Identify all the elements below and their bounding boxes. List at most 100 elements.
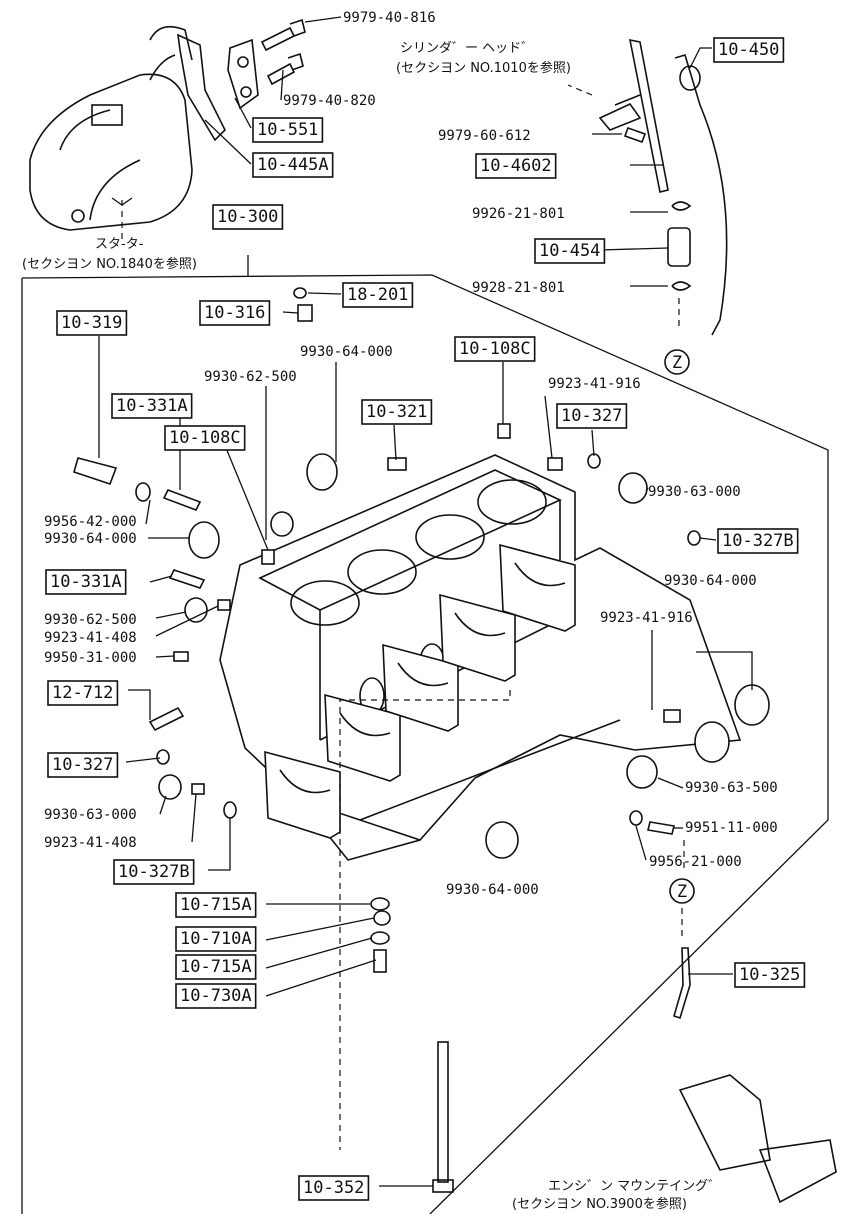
leader-line <box>128 689 151 720</box>
callout-9956-21-000: 9956-21-000 <box>635 825 742 870</box>
dowel-9923-41-408-left <box>191 783 205 795</box>
callout-10-352: 10-352 <box>298 1175 433 1201</box>
part-number-label: 10-325 <box>739 965 800 985</box>
dipstick-tube <box>598 38 669 193</box>
pipe-10-325 <box>673 947 691 1020</box>
part-number-label: 9923-41-408 <box>44 630 137 646</box>
leader-line <box>265 917 375 941</box>
plug-9930-63-000-right <box>618 472 648 504</box>
callout-9923-41-408: 9923-41-408 <box>44 605 219 646</box>
plug-9930-64-000-bottom <box>485 821 519 859</box>
part-number-label: 9930-62-500 <box>204 369 297 385</box>
leader-line <box>204 119 252 165</box>
part-number-label: 9930-62-500 <box>44 612 137 628</box>
callout-10-454: 10-454 <box>534 238 669 264</box>
washer-9956-42-000 <box>135 482 151 502</box>
callout-10-321: 10-321 <box>361 399 433 461</box>
callout-10-325: 10-325 <box>688 962 806 988</box>
part-number-label: 10-331A <box>50 572 122 592</box>
dowel-10-327-left <box>156 749 170 765</box>
part-number-label: 10-450 <box>718 40 779 60</box>
part-number-label: 9928-21-801 <box>472 280 565 296</box>
part-number-label: 10-730A <box>180 986 252 1006</box>
washer-9956-21-000 <box>629 810 643 826</box>
leader-line <box>155 655 175 658</box>
stud-10-331a-upper <box>162 488 202 512</box>
callout-10-715a: 10-715A <box>175 892 370 918</box>
head-leader <box>567 84 593 96</box>
callout-10-327b: 10-327B <box>699 528 799 554</box>
plug-9930-64-000-top <box>306 453 338 491</box>
part-number-box <box>475 153 557 179</box>
part-number-label: 10-551 <box>257 120 318 140</box>
leader-line <box>696 651 753 690</box>
part-number-label: 9956-42-000 <box>44 514 137 530</box>
part-number-label: 9930-63-000 <box>44 807 137 823</box>
part-number-label: 10-316 <box>204 303 265 323</box>
part-number-box <box>175 983 257 1009</box>
callout-9926-21-801: 9926-21-801 <box>472 206 668 222</box>
callout-12-712: 12-712 <box>47 680 151 720</box>
part-number-box <box>713 37 785 63</box>
leader-line <box>155 605 219 637</box>
part-number-label: 10-327B <box>722 531 794 551</box>
leader-line <box>657 777 684 789</box>
part-number-label: 9956-21-000 <box>649 854 742 870</box>
bolt-9979-40-820 <box>266 52 304 86</box>
callout-9923-41-408: 9923-41-408 <box>44 793 197 851</box>
callout-18-201: 18-201 <box>307 282 414 308</box>
plug-right-lower <box>694 721 730 763</box>
hose-10-454 <box>667 227 691 267</box>
part-number-box <box>175 892 257 918</box>
dowel-10-108c-left <box>261 549 275 565</box>
part-number-box <box>113 859 195 885</box>
part-number-box <box>199 300 271 326</box>
main-bearing-bolt-10-352 <box>432 1041 454 1193</box>
leader-line <box>544 395 553 459</box>
connector-z-top: Z <box>664 349 690 375</box>
callout-10-4602: 10-4602 <box>475 153 664 179</box>
callout-9979-40-820: 9979-40-820 <box>280 69 376 109</box>
callout-10-450: 10-450 <box>689 37 785 69</box>
leader-line <box>149 575 173 583</box>
engine-mounting <box>678 1074 837 1204</box>
part-number-box <box>47 752 119 778</box>
part-number-box <box>252 117 324 143</box>
bolt-10-321 <box>387 457 407 471</box>
part-number-label: 10-319 <box>61 313 122 333</box>
part-number-box <box>361 399 433 425</box>
callout-9930-63-500: 9930-63-500 <box>657 777 778 796</box>
part-number-label: 10-300 <box>217 207 278 227</box>
part-number-label: 9950-31-000 <box>44 650 137 666</box>
part-number-label: 9979-40-820 <box>283 93 376 109</box>
leader-line <box>307 292 342 295</box>
callout-9923-41-916: 9923-41-916 <box>544 376 641 459</box>
part-number-box <box>556 403 628 429</box>
leader-line <box>599 247 669 251</box>
callout-9979-60-612: 9979-60-612 <box>438 128 622 144</box>
callout-9950-31-000: 9950-31-000 <box>44 650 175 666</box>
dowel-9923-41-916-right <box>663 709 681 723</box>
callout-9930-62-500: 9930-62-500 <box>204 369 297 540</box>
dowel-9923-41-408-top <box>217 599 231 611</box>
dowel-9923-41-916-top <box>547 457 563 471</box>
callout-9930-63-000: 9930-63-000 <box>44 795 167 823</box>
clip-upper <box>671 201 692 211</box>
plug-9930-63-500 <box>626 755 658 789</box>
part-number-label: 9926-21-801 <box>472 206 565 222</box>
part-number-label: 9930-63-500 <box>685 780 778 796</box>
assembly-outline <box>21 274 829 1214</box>
callout-10-327: 10-327 <box>556 403 628 457</box>
callout-9930-64-000: 9930-64-000 <box>300 344 393 462</box>
jet-10-710a <box>373 910 391 926</box>
part-number-label: 10-108C <box>169 428 241 448</box>
pin-9950-31-000 <box>173 651 189 662</box>
callout-9930-63-000: 9930-63-000 <box>645 484 741 500</box>
connector-z-label: Z <box>672 353 682 373</box>
bolt-9979-60-612 <box>623 126 647 144</box>
part-number-label: 10-327 <box>52 755 113 775</box>
callout-9951-11-000: 9951-11-000 <box>674 820 778 836</box>
part-number-label: 10-454 <box>539 241 600 261</box>
callout-10-551: 10-551 <box>234 97 324 143</box>
